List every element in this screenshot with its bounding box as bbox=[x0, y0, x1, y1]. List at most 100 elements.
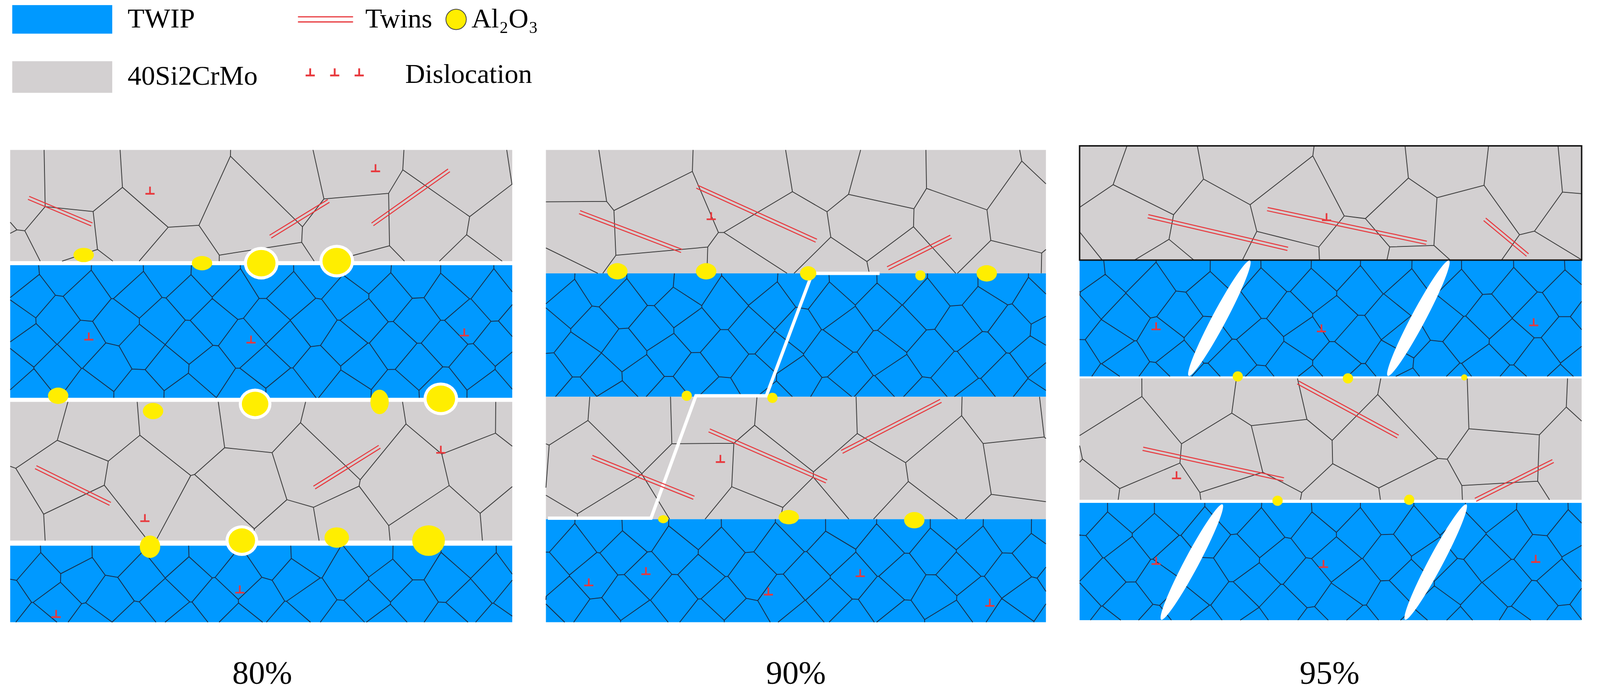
legend-label: TWIP bbox=[127, 4, 195, 35]
twin bbox=[269, 199, 330, 239]
twip-layer bbox=[545, 273, 1046, 397]
dislocation bbox=[1531, 555, 1541, 563]
dislocation bbox=[51, 610, 61, 618]
panel-label: 80% bbox=[232, 655, 293, 692]
al2o3-particle bbox=[241, 391, 269, 417]
twin bbox=[1147, 214, 1289, 251]
al2o3-particle bbox=[915, 270, 926, 281]
al2o3-particle bbox=[800, 266, 817, 281]
panel-label: 95% bbox=[1299, 655, 1360, 692]
al2o3-particle bbox=[904, 512, 925, 529]
dislocation bbox=[1528, 318, 1539, 326]
void bbox=[1398, 501, 1473, 624]
legend-swatch bbox=[12, 61, 113, 94]
al2o3-particle bbox=[139, 535, 161, 559]
dislocation bbox=[1321, 213, 1332, 221]
dislocation bbox=[459, 328, 469, 336]
al2o3-particle bbox=[1403, 494, 1414, 505]
al2o3-particle bbox=[246, 250, 276, 277]
dislocation bbox=[145, 186, 155, 195]
grain-boundaries bbox=[1079, 145, 1582, 260]
twin bbox=[841, 399, 942, 454]
legend-twin-sample bbox=[297, 16, 353, 22]
twin bbox=[887, 235, 952, 270]
twin bbox=[27, 196, 93, 226]
grain-boundaries bbox=[10, 149, 513, 262]
legend-label: Al₂O₃ bbox=[471, 4, 538, 35]
al2o3-particle bbox=[767, 392, 778, 403]
al2o3-particle bbox=[778, 510, 800, 525]
grain-boundaries bbox=[1079, 260, 1582, 377]
dislocation bbox=[715, 454, 725, 463]
al2o3-particle bbox=[1342, 373, 1354, 384]
steel-layer bbox=[1079, 378, 1582, 500]
twin bbox=[1266, 207, 1427, 245]
grain-boundaries bbox=[10, 265, 513, 399]
grain-boundaries bbox=[545, 519, 1046, 623]
al2o3-particle bbox=[657, 515, 669, 524]
dislocation bbox=[641, 567, 651, 575]
twin bbox=[1297, 381, 1399, 439]
legend-particle-sample bbox=[445, 9, 467, 30]
twip-layer bbox=[1079, 503, 1582, 621]
dislocation bbox=[584, 578, 594, 587]
al2o3-particle bbox=[1272, 495, 1283, 506]
al2o3-particle bbox=[412, 525, 445, 557]
dislocation bbox=[235, 585, 245, 593]
twin bbox=[579, 210, 683, 253]
al2o3-particle bbox=[426, 385, 455, 413]
legend-dislocation-sample bbox=[354, 68, 364, 76]
grain-boundaries bbox=[545, 273, 1046, 397]
dislocation bbox=[763, 587, 773, 596]
void bbox=[1381, 257, 1456, 380]
panel bbox=[545, 149, 1046, 623]
dislocation bbox=[1172, 471, 1182, 479]
twin bbox=[34, 465, 111, 506]
grain-boundaries bbox=[1079, 503, 1582, 621]
panel-label: 90% bbox=[766, 655, 827, 692]
dislocation bbox=[706, 212, 716, 220]
twip-layer bbox=[10, 265, 513, 399]
al2o3-particle bbox=[681, 390, 692, 401]
steel-layer bbox=[545, 149, 1046, 274]
twin bbox=[1483, 218, 1529, 257]
twip-layer bbox=[545, 519, 1046, 623]
dislocation bbox=[140, 514, 150, 522]
crack bbox=[547, 273, 880, 519]
twin bbox=[1142, 447, 1285, 482]
grain-boundaries bbox=[10, 545, 513, 623]
al2o3-particle bbox=[607, 263, 628, 280]
dislocation bbox=[985, 598, 995, 607]
void-halo bbox=[238, 389, 272, 420]
legend-swatch bbox=[12, 5, 113, 34]
twin bbox=[371, 169, 450, 226]
steel-layer bbox=[1079, 145, 1582, 260]
al2o3-particle bbox=[322, 247, 351, 275]
al2o3-particle bbox=[324, 527, 349, 548]
void-halo bbox=[423, 382, 459, 416]
al2o3-particle bbox=[73, 247, 94, 263]
al2o3-particle bbox=[370, 389, 389, 415]
al2o3-particle bbox=[1232, 371, 1243, 382]
void-halo bbox=[225, 525, 258, 557]
al2o3-particle bbox=[695, 263, 717, 280]
twin bbox=[708, 429, 828, 484]
panel-outline bbox=[1079, 145, 1582, 260]
dislocation bbox=[371, 164, 381, 172]
steel-layer bbox=[10, 149, 513, 262]
grain-boundaries bbox=[10, 401, 513, 541]
al2o3-particle bbox=[48, 387, 69, 405]
dislocation bbox=[84, 332, 94, 340]
void bbox=[1155, 501, 1229, 624]
grain-boundaries bbox=[1079, 378, 1582, 500]
al2o3-particle bbox=[191, 256, 213, 271]
particles bbox=[48, 244, 1468, 559]
twin bbox=[591, 455, 695, 500]
grain-boundaries bbox=[545, 396, 1046, 520]
dislocation bbox=[1151, 557, 1161, 565]
al2o3-particle bbox=[1461, 374, 1468, 381]
twip-layer bbox=[1079, 260, 1582, 377]
al2o3-particle bbox=[228, 528, 256, 554]
